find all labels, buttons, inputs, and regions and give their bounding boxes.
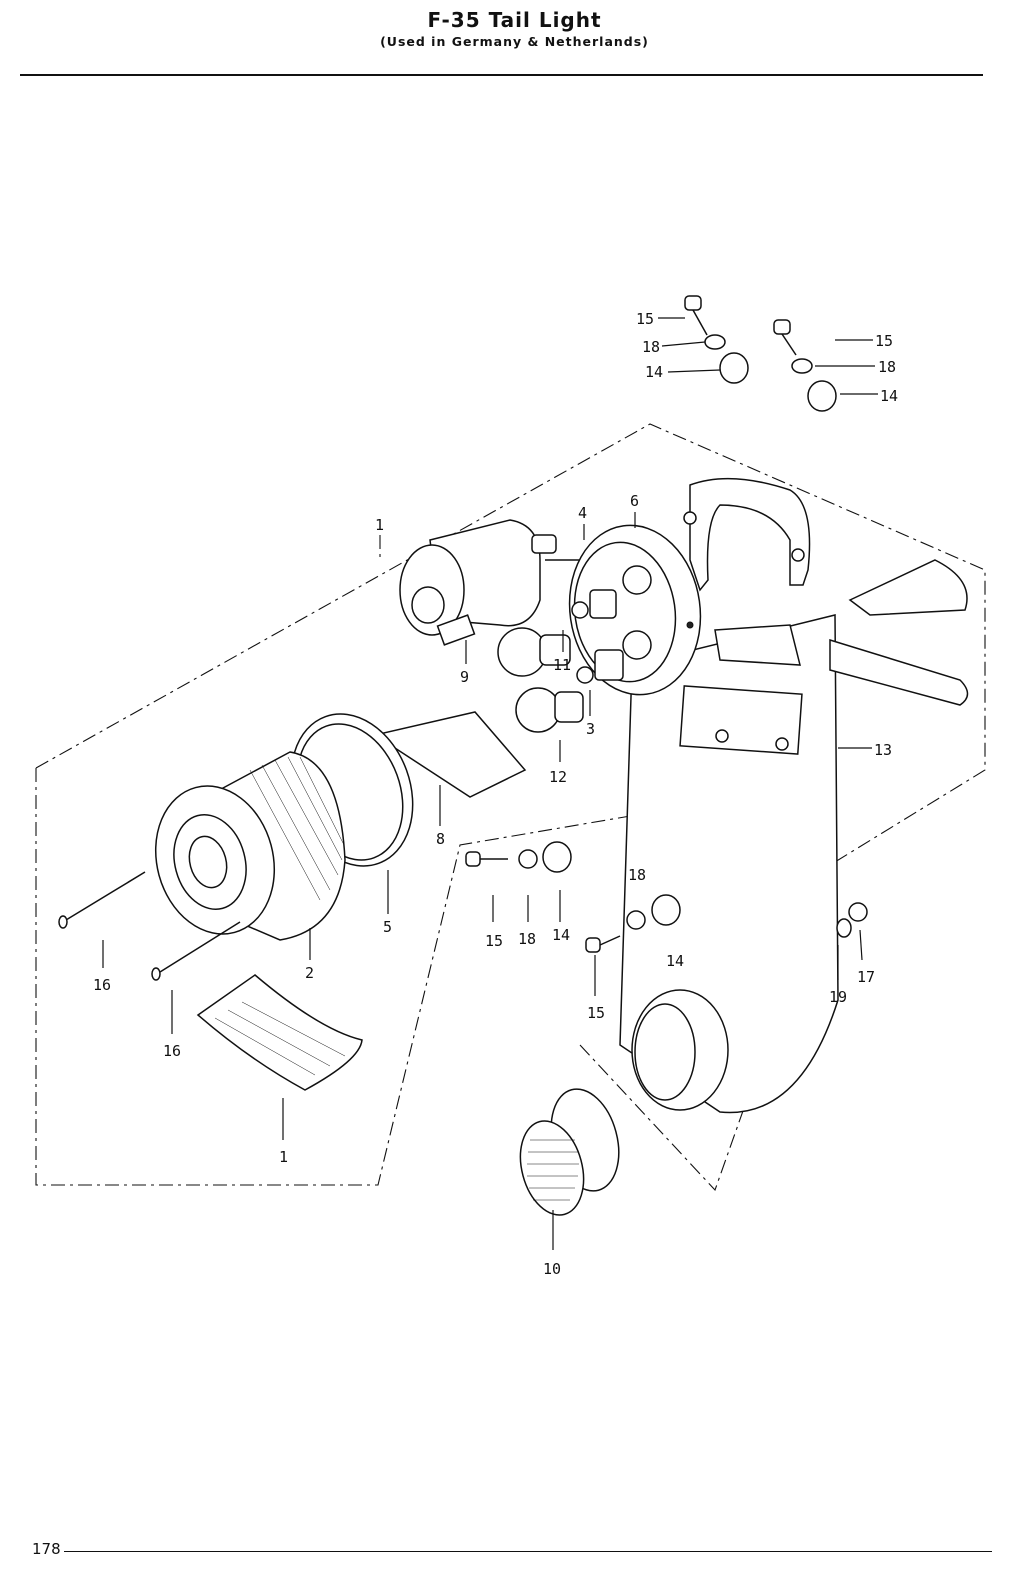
callout-label: 14 — [645, 363, 663, 381]
bolt-group-top-right — [773, 319, 837, 412]
callout-label: 13 — [874, 741, 892, 759]
bolt-group-top-left — [684, 295, 749, 384]
page-footer: 178 — [28, 1540, 1003, 1564]
nut-washer-group-17-19 — [836, 902, 868, 938]
page-number: 178 — [32, 1540, 61, 1558]
callout-label: 18 — [642, 338, 660, 356]
callout-labels: 1 1 2 3 4 5 6 8 9 10 11 12 13 14 14 14 1… — [93, 310, 898, 1278]
lens-part-2 — [154, 751, 346, 941]
reflector-part-10 — [519, 1088, 620, 1216]
callout-label: 18 — [628, 866, 646, 884]
callout-label: 10 — [543, 1260, 561, 1278]
callout-label: 4 — [578, 504, 587, 522]
callout-label: 17 — [857, 968, 875, 986]
shade-plate-part-8 — [373, 711, 527, 798]
long-screw-part-16a — [58, 871, 146, 929]
callout-label: 15 — [485, 932, 503, 950]
page-title: F-35 Tail Light — [427, 8, 602, 32]
title-block: F-35 Tail Light (Used in Germany & Nethe… — [0, 8, 1029, 49]
callout-label: 15 — [875, 332, 893, 350]
callout-label: 15 — [587, 1004, 605, 1022]
footer-rule — [64, 1551, 992, 1552]
callout-label: 1 — [375, 516, 384, 534]
callout-label: 3 — [586, 720, 595, 738]
bolt-group-middle — [465, 841, 572, 873]
callout-label: 16 — [93, 976, 111, 994]
callout-label: 14 — [880, 387, 898, 405]
callout-label: 11 — [553, 656, 571, 674]
bracket-part-13 — [619, 477, 968, 1114]
socket-housing-part-9 — [399, 519, 557, 646]
callout-label: 5 — [383, 918, 392, 936]
reflector-cup — [631, 989, 729, 1111]
lens-cover-part-1 — [196, 974, 363, 1091]
callout-label: 18 — [518, 930, 536, 948]
callout-label: 16 — [163, 1042, 181, 1060]
bulb-part-12 — [515, 687, 584, 733]
long-screw-part-16b — [151, 921, 241, 981]
callout-label: 6 — [630, 492, 639, 510]
leader-lines — [102, 317, 878, 1250]
callout-label: 1 — [279, 1148, 288, 1166]
callout-label: 9 — [460, 668, 469, 686]
page-subtitle: (Used in Germany & Netherlands) — [380, 34, 649, 49]
callout-label: 12 — [549, 768, 567, 786]
callout-label: 18 — [878, 358, 896, 376]
callout-label: 15 — [636, 310, 654, 328]
header-rule — [20, 74, 983, 76]
contact-spring-part-3 — [589, 589, 624, 681]
callout-label: 19 — [829, 988, 847, 1006]
reflector-cup-rim — [634, 1003, 696, 1101]
callout-label: 8 — [436, 830, 445, 848]
callout-label: 14 — [666, 952, 684, 970]
callout-label: 14 — [552, 926, 570, 944]
callout-label: 2 — [305, 964, 314, 982]
bolt-group-lower — [585, 894, 681, 953]
